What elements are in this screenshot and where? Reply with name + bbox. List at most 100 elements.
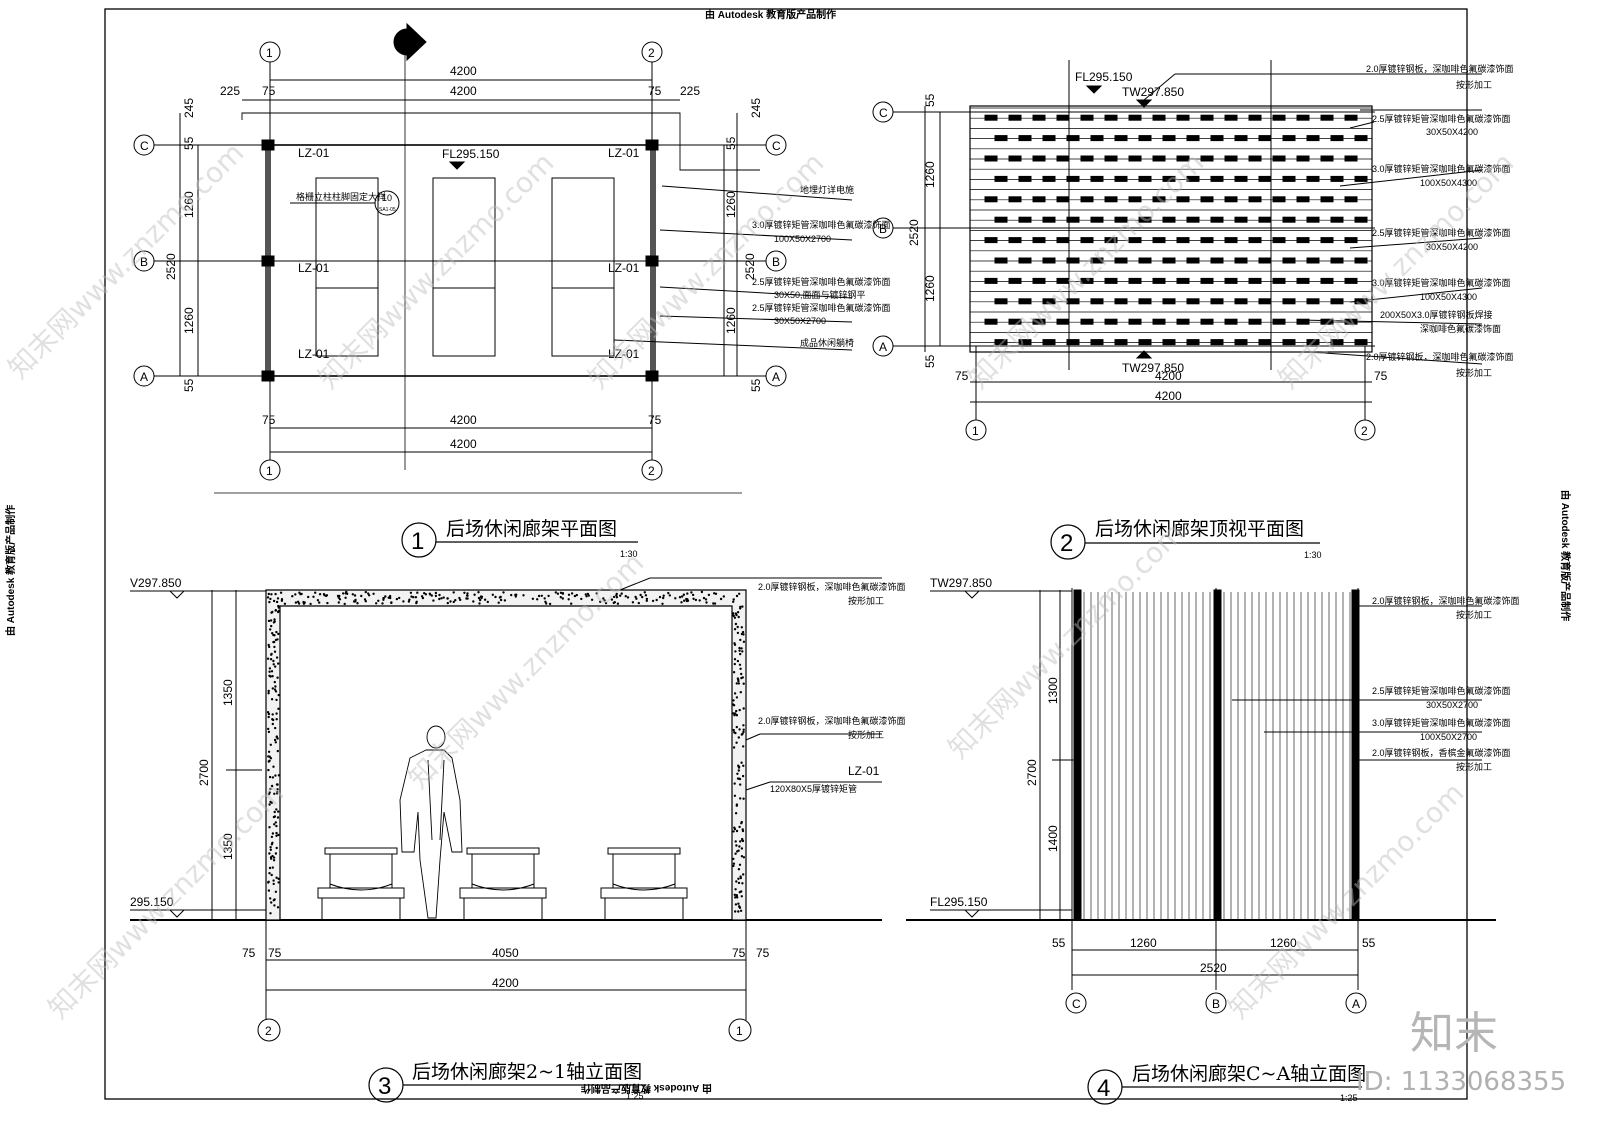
hatch-dot (573, 594, 577, 598)
elev-b-dim-2520: 2520 (1200, 961, 1227, 975)
elev-a-grid-right-label: 1 (736, 1024, 743, 1038)
hatch-dot (540, 594, 543, 597)
plan-dim-75-right: 75 (648, 84, 662, 98)
hatch-dot (434, 591, 438, 595)
hatch-dot (277, 833, 280, 837)
roof-slat-block (1042, 339, 1056, 346)
hatch-dot (277, 632, 280, 636)
hatch-dot (733, 628, 737, 631)
roof-slat-block (1330, 216, 1344, 223)
roof-slat-block (1008, 155, 1022, 162)
hatch-dot (674, 597, 677, 600)
plan-grid-b-left: B (140, 255, 148, 269)
roof-slat-block (1176, 237, 1190, 244)
roof-slat-block (1320, 196, 1334, 203)
hatch-dot (270, 901, 273, 904)
roof-slat-block (1282, 298, 1296, 305)
hatch-dot (741, 650, 744, 653)
hatch-dot (277, 662, 280, 665)
roof-slat-block (1042, 257, 1056, 264)
hatch-dot (274, 638, 278, 642)
elev-b-dim-1300: 1300 (1046, 677, 1060, 704)
hatch-dot (296, 600, 300, 603)
hatch-dot (739, 909, 743, 912)
hatch-dot (522, 594, 525, 597)
roof-slat-block (984, 155, 998, 162)
roof-slat-block (1138, 175, 1152, 182)
hatch-dot (398, 596, 401, 600)
hatch-dot (271, 675, 274, 678)
elev-a-column-tag: LZ-01 (848, 764, 880, 778)
hatch-dot (274, 665, 277, 668)
hatch-dot (270, 801, 273, 804)
hatch-dot (722, 595, 725, 598)
hatch-dot (738, 663, 742, 666)
hatch-dot (276, 783, 279, 786)
hatch-dot (423, 592, 426, 595)
plan-dim-245-left: 245 (182, 98, 196, 118)
roof-slat-block (1282, 175, 1296, 182)
roof-slat-block (1162, 257, 1176, 264)
roof-slat-block (1008, 196, 1022, 203)
hatch-dot (737, 777, 741, 780)
roof-slat-block (1186, 257, 1200, 264)
hatch-dot (732, 862, 736, 865)
hatch-dot (739, 783, 742, 786)
hatch-dot (742, 873, 745, 876)
roof-slat-block (1296, 114, 1310, 121)
roof-slat-block (1090, 135, 1104, 142)
hatch-dot (412, 596, 415, 599)
hatch-dot (735, 613, 738, 617)
hatch-dot (269, 846, 272, 849)
hatch-dot (351, 593, 354, 596)
roof-note-12: 2.0厚镀锌钢板，深咖啡色氟碳漆饰面 (1366, 351, 1514, 362)
roof-slat-block (1210, 216, 1224, 223)
left-banner: 由 Autodesk 教育版产品制作 (4, 505, 17, 636)
hatch-dot (712, 602, 715, 605)
roof-slat-block (1224, 196, 1238, 203)
hatch-dot (272, 765, 275, 768)
hatch-dot (409, 591, 413, 594)
plan-dim-225-left: 225 (220, 84, 240, 98)
hatch-dot (732, 728, 735, 732)
hatch-dot (266, 711, 270, 714)
hatch-dot (438, 593, 441, 597)
roof-slat-block (1258, 257, 1272, 264)
hatch-dot (377, 599, 380, 602)
hatch-dot (624, 595, 627, 598)
hatch-dot (655, 598, 658, 602)
hatch-dot (740, 761, 743, 764)
hatch-dot (375, 602, 378, 605)
hatch-dot (267, 750, 271, 753)
plan-dim-75-bl: 75 (262, 413, 276, 427)
hatch-dot (736, 625, 739, 629)
hatch-dot (626, 596, 630, 599)
hatch-dot (742, 764, 745, 767)
roof-slat-block (1042, 135, 1056, 142)
roof-slat-block (1306, 257, 1320, 264)
hatch-dot (402, 600, 405, 603)
hatch-dot (277, 877, 280, 880)
roof-slat-block (1248, 277, 1262, 284)
roof-dim-55-bottom: 55 (923, 354, 937, 368)
roof-slat-block (1296, 318, 1310, 325)
hatch-dot (466, 594, 469, 597)
elev-b-note-3: 30X50X2700 (1426, 700, 1478, 710)
plan-grid-b-right: B (772, 255, 780, 269)
elev-b-grid-a-label: A (1352, 997, 1360, 1011)
hatch-dot (294, 593, 297, 596)
hatch-dot (735, 594, 739, 598)
view-4-title-text: 后场休闲廊架C~A轴立面图 (1132, 1063, 1366, 1085)
hatch-dot (559, 596, 562, 599)
hatch-dot (364, 590, 367, 594)
hatch-dot (270, 624, 273, 628)
hatch-dot (497, 601, 500, 604)
roof-slat-block (1200, 114, 1214, 121)
roof-slat-block (984, 277, 998, 284)
hatch-dot (268, 759, 271, 762)
hatch-dot (414, 596, 418, 599)
plan-detail-ref-top: 10 (382, 193, 392, 203)
hatch-dot (276, 906, 280, 909)
roof-slat-block (1080, 114, 1094, 121)
hatch-dot (494, 595, 497, 599)
